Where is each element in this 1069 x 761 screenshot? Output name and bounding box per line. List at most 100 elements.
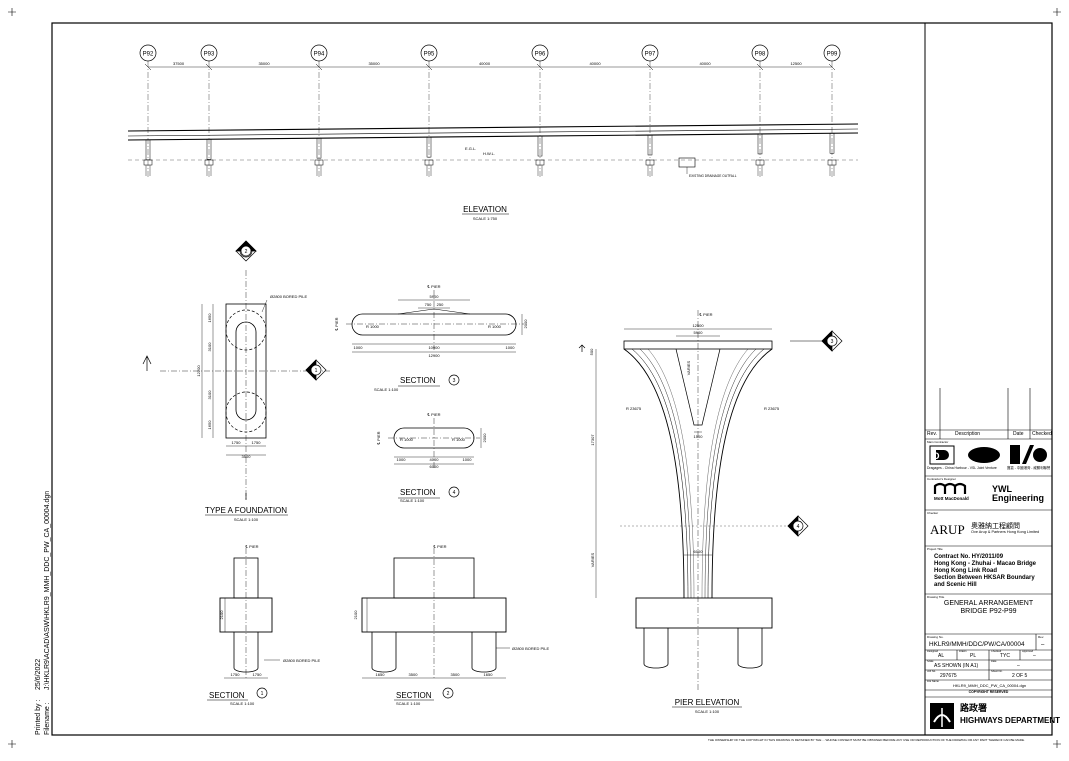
job-label: Job No.	[927, 670, 936, 673]
foundation-plan	[142, 270, 330, 500]
dim-tick-p92	[144, 63, 152, 71]
grid-bubble-p92	[139, 44, 157, 62]
project-line-1: Contract No. HY/2011/09	[934, 554, 1004, 560]
date-label: Date	[991, 660, 997, 663]
svg-text:250: 250	[437, 302, 444, 307]
mott-macdonald-logo	[933, 482, 967, 494]
svg-text:1650: 1650	[376, 672, 386, 677]
svg-text:2000: 2000	[482, 433, 487, 443]
checker-label: Checker	[927, 511, 939, 515]
approved-value: –	[1033, 653, 1036, 659]
svg-text:R 1000: R 1000	[452, 437, 466, 442]
contractor-label: Main Contractor	[927, 440, 949, 444]
svg-text:1750: 1750	[232, 440, 242, 445]
pier-stem-p96	[537, 135, 543, 157]
section-3-bubble	[448, 374, 460, 386]
svg-text:2000: 2000	[523, 319, 528, 329]
span-dim-4: 40000	[479, 61, 491, 66]
egl-label: E.G.L.	[465, 146, 476, 151]
dim-tick-p96	[536, 63, 544, 71]
svg-text:500: 500	[589, 348, 594, 355]
section-3-number: 3	[453, 378, 456, 384]
grid-label-p92: P92	[143, 52, 154, 58]
pier-stem-p93	[206, 138, 212, 160]
vsl-logo: VSL	[1036, 453, 1044, 458]
printed-by-label: Printed by :	[35, 700, 42, 735]
deck-mid-line	[127, 128, 859, 137]
span-dim-3: 35000	[368, 61, 380, 66]
section-3-drawing	[346, 290, 524, 353]
section-4-scale: SCALE 1:100	[400, 498, 425, 503]
svg-text:R 1000: R 1000	[400, 437, 414, 442]
section-2-labels: ℄ PIER 2100 Ø2800 BORED PILE 1650 3500 3…	[353, 544, 549, 706]
file-value: HKLR9_MMH_DDC_PW_CA_00004.dgn	[953, 683, 1027, 688]
grid-label-p95: P95	[424, 52, 435, 58]
svg-text:3500: 3500	[409, 672, 419, 677]
section-4-number: 4	[453, 490, 456, 496]
dim-tick-p97	[646, 63, 654, 71]
checked-value: TYC	[1000, 653, 1010, 659]
section-2-scale: SCALE 1:100	[396, 701, 421, 706]
hyd-logo	[930, 703, 954, 729]
dragages-logo-letter: D	[933, 451, 940, 461]
svg-text:3100: 3100	[207, 342, 212, 352]
svg-text:5900: 5900	[694, 330, 704, 335]
foundation-pile-note: Ø2800 BORED PILE	[270, 294, 307, 299]
grid-label-p98: P98	[755, 52, 766, 58]
section-2-bubble	[442, 687, 454, 699]
svg-text:R 23675: R 23675	[626, 406, 642, 411]
drawing-no: HKLR9/MMH/DDC/PW/CA/00004	[929, 641, 1025, 648]
svg-text:℄ PIER: ℄ PIER	[244, 544, 258, 549]
project-title-label: Project Title	[927, 547, 943, 551]
svg-text:1650: 1650	[484, 672, 494, 677]
drawing-no-label: Drawing No.	[927, 635, 944, 639]
pier-stem-p98	[757, 133, 763, 155]
hyd-en: HIGHWAYS DEPARTMENT	[960, 716, 1061, 725]
svg-text:R 23675: R 23675	[764, 406, 780, 411]
svg-text:1500: 1500	[694, 434, 704, 439]
svg-text:2100: 2100	[219, 610, 224, 620]
section-marker-4-pier: 4	[787, 515, 809, 537]
svg-text:℄ PIER: ℄ PIER	[426, 284, 440, 289]
svg-text:℄ PIER: ℄ PIER	[376, 431, 381, 445]
pile-cap-p97	[645, 159, 655, 166]
grid-label-p94: P94	[314, 52, 325, 58]
svg-text:1750: 1750	[253, 672, 263, 677]
footer-copyright-note: THE OWNERSHIP OF THE COPYRIGHT IN THIS D…	[708, 738, 1025, 742]
designer-label: Contractor's Designer	[927, 477, 956, 481]
span-dim-6: 40000	[699, 61, 711, 66]
section-marker-2-plan: 2	[235, 240, 257, 262]
section-1-scale: SCALE 1:100	[230, 701, 255, 706]
rev-value: –	[1041, 642, 1045, 648]
sheet-border	[51, 22, 1053, 736]
grid-label-p96: P96	[535, 52, 546, 58]
section-3-scale: SCALE 1:100	[374, 387, 399, 392]
section-2-title: SECTION	[396, 691, 432, 700]
svg-text:1650: 1650	[207, 313, 212, 323]
span-dim-1: 37500	[173, 61, 185, 66]
svg-text:3100: 3100	[207, 390, 212, 400]
date-value: –	[1017, 663, 1020, 669]
svg-text:4: 4	[797, 524, 800, 530]
svg-text:Ø2800 BORED PILE: Ø2800 BORED PILE	[512, 646, 549, 651]
deck-bottom-line	[127, 132, 859, 141]
elevation-title: ELEVATION	[463, 205, 507, 214]
section-4-drawing	[388, 418, 482, 470]
rev-header-rev: Rev.	[927, 431, 937, 437]
drainage-culvert	[678, 157, 696, 168]
grid-bubble-p98	[751, 44, 769, 62]
designed-label: Designed	[927, 650, 938, 653]
drawing-title-label: Drawing Title	[927, 595, 945, 599]
section-2-number: 2	[447, 691, 450, 697]
checker-cn: 奧雅納工程顧問	[971, 523, 1020, 530]
grid-bubble-p96	[531, 44, 549, 62]
pier-stem-p95	[426, 136, 432, 158]
section-1-labels: ℄ PIER 2100 Ø2800 BORED PILE 1750 1750 S…	[209, 544, 320, 706]
chec-logo: CHEC	[973, 451, 996, 460]
svg-text:750: 750	[425, 302, 432, 307]
svg-text:12200: 12200	[196, 365, 201, 377]
project-line-2: Hong Kong - Zhuhai - Macao Bridge	[934, 561, 1036, 567]
svg-text:1000: 1000	[354, 345, 364, 350]
section-1-number: 1	[261, 691, 264, 697]
